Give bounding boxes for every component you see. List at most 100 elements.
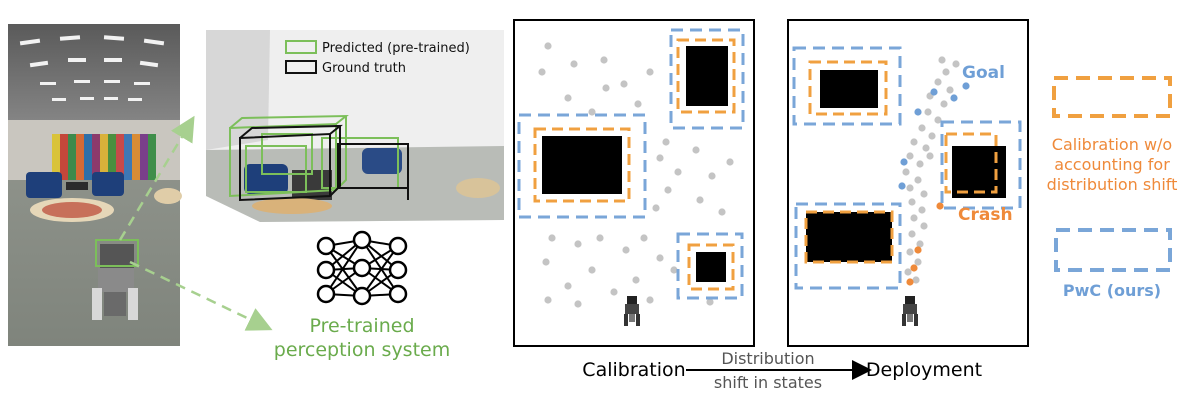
state-point bbox=[646, 296, 653, 303]
state-point bbox=[696, 196, 703, 203]
legend-orange-line3: distribution shift bbox=[1047, 175, 1178, 194]
state-point bbox=[906, 184, 913, 191]
state-point bbox=[538, 68, 545, 75]
nn-node bbox=[318, 238, 334, 254]
state-point bbox=[906, 278, 913, 285]
state-point bbox=[662, 138, 669, 145]
state-point bbox=[906, 152, 913, 159]
state-point bbox=[908, 198, 915, 205]
state-point bbox=[588, 108, 595, 115]
goal-label: Goal bbox=[962, 63, 1005, 83]
state-point bbox=[656, 254, 663, 261]
nn-node bbox=[318, 262, 334, 278]
state-point bbox=[632, 276, 639, 283]
perception-label-line2: perception system bbox=[274, 339, 450, 361]
legend-predicted: Predicted (pre-trained) bbox=[322, 41, 470, 56]
state-point bbox=[936, 202, 943, 209]
legend-orange-line1: Calibration w/o bbox=[1052, 135, 1172, 154]
state-point bbox=[708, 172, 715, 179]
state-point bbox=[902, 168, 909, 175]
robot-leg bbox=[624, 314, 628, 326]
state-point bbox=[646, 68, 653, 75]
state-point bbox=[544, 296, 551, 303]
nn-node bbox=[354, 260, 370, 276]
state-point bbox=[908, 230, 915, 237]
nn-node bbox=[354, 232, 370, 248]
state-point bbox=[900, 158, 907, 165]
shift-label-line2: shift in states bbox=[714, 373, 822, 392]
neural-network-icon bbox=[318, 232, 406, 304]
robot-head bbox=[627, 296, 637, 304]
robot-leg bbox=[636, 314, 640, 326]
calibration-caption: Calibration bbox=[582, 359, 685, 381]
state-point bbox=[940, 100, 947, 107]
state-point bbox=[620, 80, 627, 87]
shift-label-line1: Distribution bbox=[721, 349, 814, 368]
state-point bbox=[542, 258, 549, 265]
robot-body bbox=[903, 304, 917, 314]
state-point bbox=[574, 240, 581, 247]
robot-head bbox=[905, 296, 915, 304]
state-point bbox=[718, 208, 725, 215]
state-point bbox=[938, 56, 945, 63]
state-point bbox=[564, 94, 571, 101]
state-point bbox=[588, 266, 595, 273]
state-point bbox=[928, 132, 935, 139]
state-point bbox=[920, 222, 927, 229]
state-point bbox=[924, 108, 931, 115]
state-point bbox=[952, 60, 959, 67]
state-point bbox=[564, 282, 571, 289]
state-point bbox=[634, 100, 641, 107]
state-point bbox=[916, 160, 923, 167]
state-point bbox=[914, 246, 921, 253]
robot-leg bbox=[902, 314, 906, 326]
state-point bbox=[640, 234, 647, 241]
deployment-caption: Deployment bbox=[866, 359, 982, 381]
state-point bbox=[942, 68, 949, 75]
state-point bbox=[600, 56, 607, 63]
robot-base bbox=[629, 314, 635, 322]
state-point bbox=[920, 190, 927, 197]
state-point bbox=[596, 234, 603, 241]
perception-label-line1: Pre-trained bbox=[309, 315, 414, 337]
state-point bbox=[692, 146, 699, 153]
state-point bbox=[930, 88, 937, 95]
state-point bbox=[898, 182, 905, 189]
state-point bbox=[926, 152, 933, 159]
nn-node bbox=[318, 286, 334, 302]
state-point bbox=[570, 60, 577, 67]
robot-base bbox=[907, 314, 913, 322]
state-point bbox=[918, 124, 925, 131]
state-point bbox=[962, 82, 969, 89]
state-point bbox=[726, 158, 733, 165]
legend-orange-line2: accounting for bbox=[1054, 155, 1170, 174]
legend-ground-truth: Ground truth bbox=[322, 61, 406, 76]
nn-node bbox=[354, 288, 370, 304]
nn-node bbox=[390, 262, 406, 278]
state-point bbox=[910, 138, 917, 145]
legend-orange-box bbox=[1054, 78, 1170, 116]
state-point bbox=[946, 86, 953, 93]
state-point bbox=[574, 300, 581, 307]
nn-node bbox=[390, 286, 406, 302]
state-point bbox=[674, 168, 681, 175]
nn-node bbox=[390, 238, 406, 254]
robot-body bbox=[625, 304, 639, 314]
state-point bbox=[906, 248, 913, 255]
state-point bbox=[548, 234, 555, 241]
state-point bbox=[910, 214, 917, 221]
legend-blue-box bbox=[1056, 230, 1170, 270]
state-point bbox=[950, 94, 957, 101]
state-point bbox=[904, 268, 911, 275]
legend-blue-label: PwC (ours) bbox=[1063, 281, 1161, 300]
state-point bbox=[918, 206, 925, 213]
state-point bbox=[652, 204, 659, 211]
state-point bbox=[656, 154, 663, 161]
state-point bbox=[664, 186, 671, 193]
lab-photo bbox=[8, 24, 182, 346]
crash-label: Crash bbox=[958, 205, 1013, 225]
state-point bbox=[910, 264, 917, 271]
robot-leg bbox=[914, 314, 918, 326]
state-point bbox=[914, 258, 921, 265]
